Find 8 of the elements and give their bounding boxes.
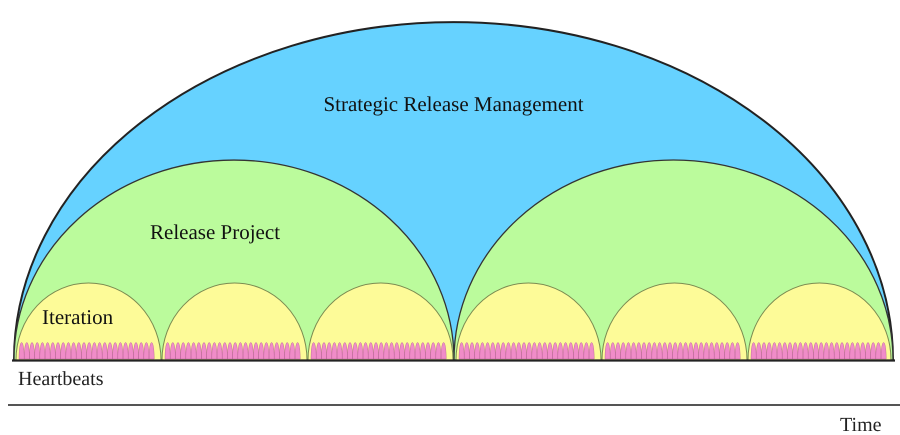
region-title: Iteration <box>42 305 114 330</box>
outer-semicircle-region <box>14 22 893 360</box>
region-title: Release Project <box>150 220 280 245</box>
region-title: Strategic Release Management <box>323 92 584 117</box>
middle-semicircle-region <box>454 160 893 360</box>
middle-semicircle-region <box>14 160 454 360</box>
axis-label: Time <box>840 414 882 435</box>
band-label: Heartbeats <box>18 368 104 391</box>
